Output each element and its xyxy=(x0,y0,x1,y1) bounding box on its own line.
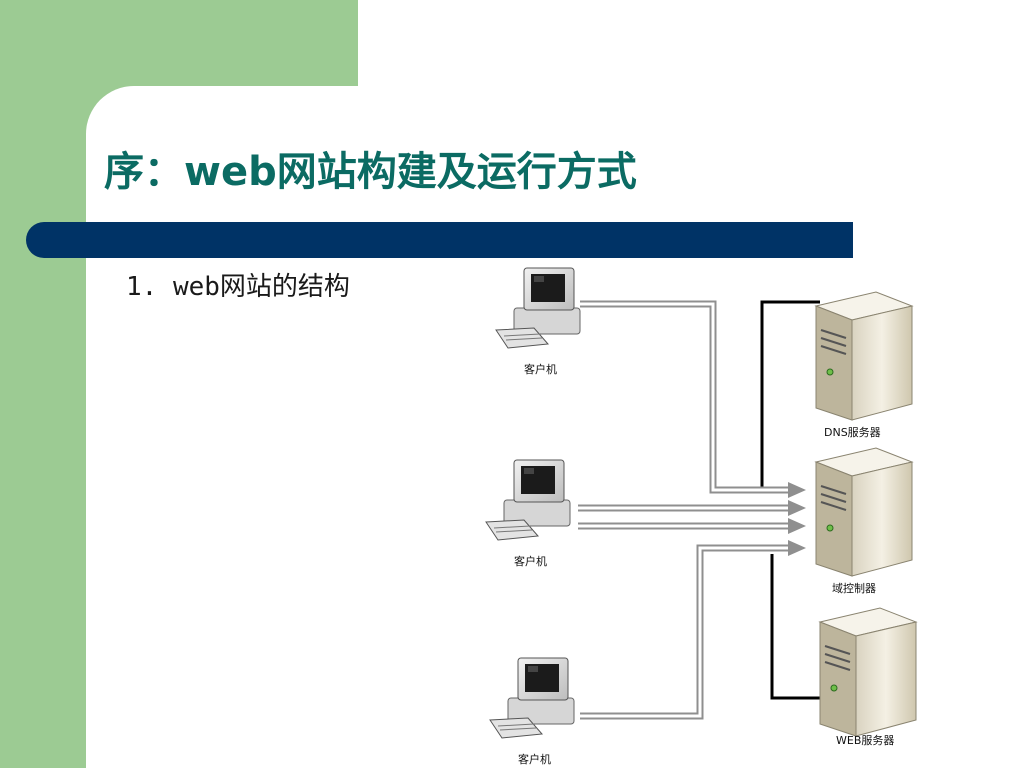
server-label: 域控制器 xyxy=(832,581,876,595)
computer-icon xyxy=(489,657,575,739)
bullet-item: 1. web网站的结构 xyxy=(126,272,350,302)
web-server: WEB服务器 xyxy=(818,607,918,747)
network-diagram: 客户机 客户机 客户机 xyxy=(485,267,918,766)
connection-client-2 xyxy=(578,500,806,534)
connection-client-1 xyxy=(580,300,806,498)
client-computer-1: 客户机 xyxy=(495,267,581,376)
dns-server: DNS服务器 xyxy=(814,291,914,439)
server-label: DNS服务器 xyxy=(824,426,881,439)
link-domain-web xyxy=(770,554,820,700)
server-links xyxy=(760,300,820,700)
computer-icon xyxy=(495,267,581,349)
server-tower-icon xyxy=(814,291,914,421)
link-dns-domain xyxy=(760,300,820,490)
client-label: 客户机 xyxy=(518,752,551,766)
title-underline-bar xyxy=(26,222,853,258)
client-computer-2: 客户机 xyxy=(485,459,571,568)
client-computer-3: 客户机 xyxy=(489,657,575,766)
server-tower-icon xyxy=(818,607,918,737)
slide-title: 序：web网站构建及运行方式 xyxy=(104,149,637,195)
computer-icon xyxy=(485,459,571,541)
server-tower-icon xyxy=(814,447,914,577)
domain-controller-server: 域控制器 xyxy=(814,447,914,595)
client-label: 客户机 xyxy=(514,554,547,568)
client-label: 客户机 xyxy=(524,362,557,376)
server-label: WEB服务器 xyxy=(836,734,894,747)
connection-client-3 xyxy=(580,540,806,720)
client-connections xyxy=(578,300,806,720)
